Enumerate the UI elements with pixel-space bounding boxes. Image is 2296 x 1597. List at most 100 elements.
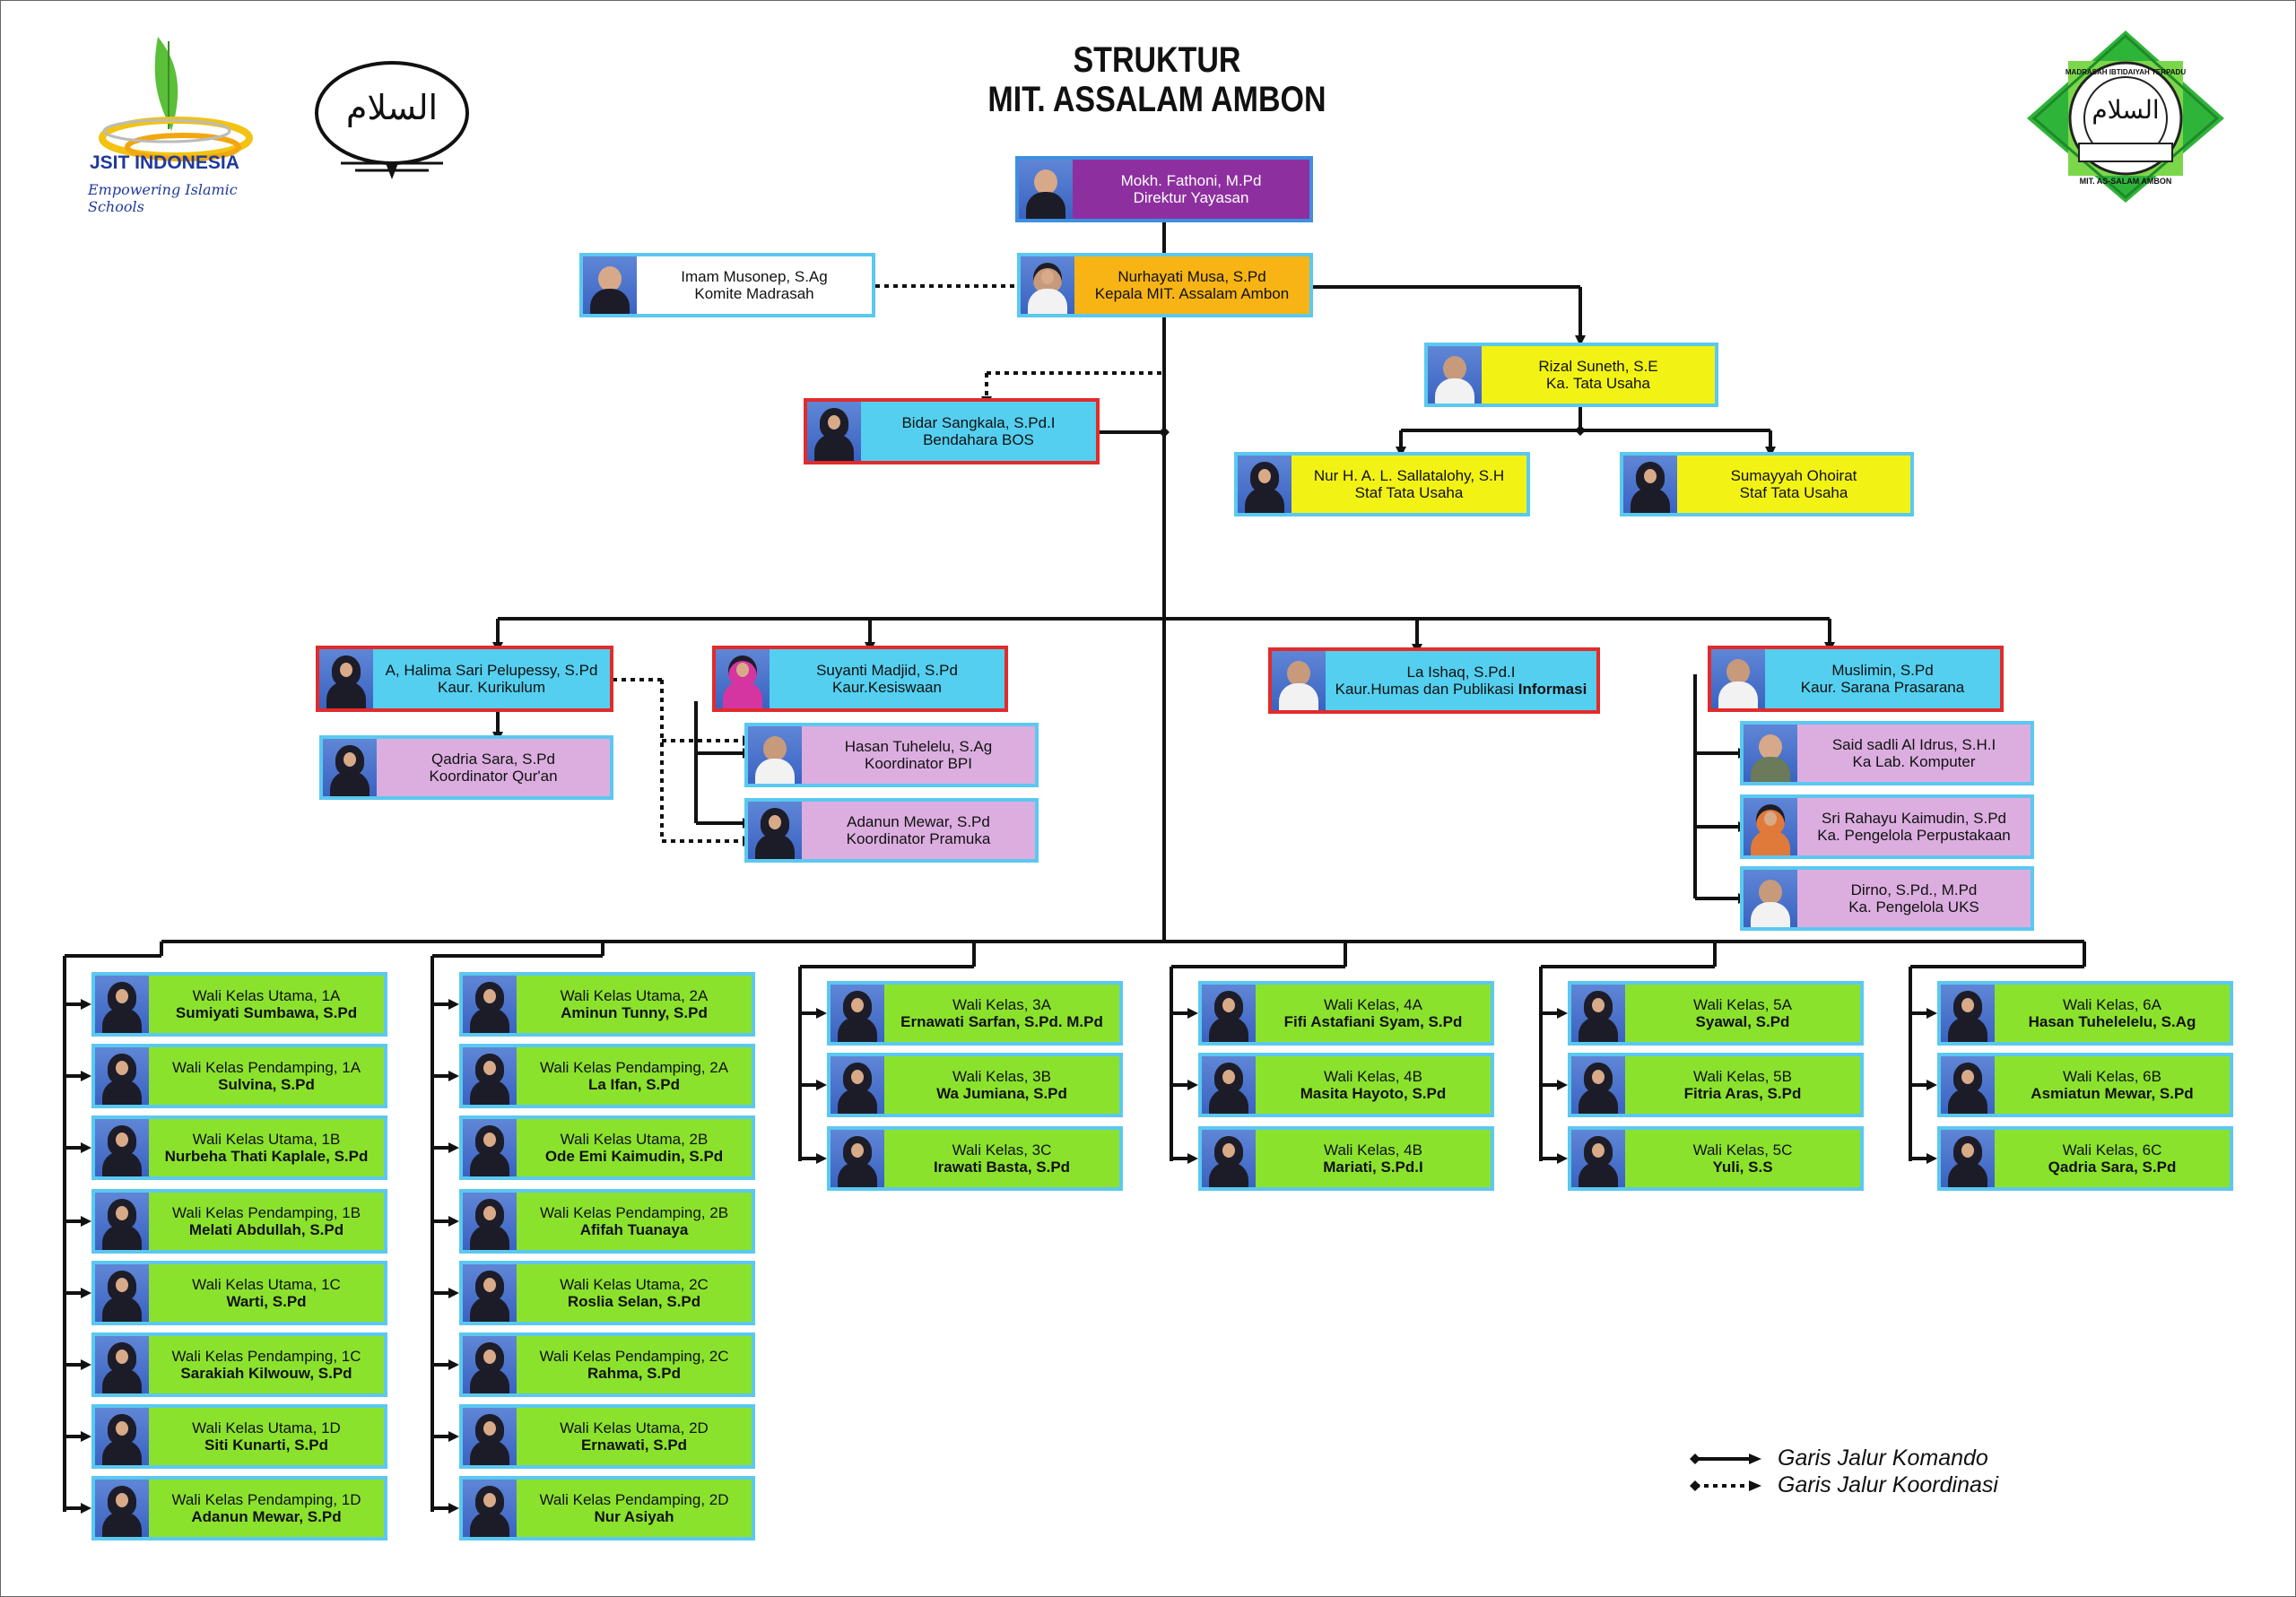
wali-kelas-name: Ode Emi Kaimudin, S.Pd (544, 1148, 724, 1165)
wali-kelas-role: Wali Kelas Pendamping, 1C (171, 1348, 361, 1365)
ka-lab-role: Ka Lab. Komputer (1852, 753, 1976, 770)
kepala-photo (1021, 256, 1074, 314)
koordinator-pramuka-photo (748, 802, 802, 859)
kaur-kurikulum-role: Kaur. Kurikulum (438, 679, 545, 696)
wali-branch-arrowhead (448, 1142, 459, 1153)
wali-branch-arrowhead (448, 1071, 459, 1081)
koordinator-pramuka-name: Adanun Mewar, S.Pd (847, 813, 990, 830)
wali-branch-arrowhead (1926, 1080, 1937, 1090)
kaur-humas-photo (1272, 651, 1326, 710)
wali-branch-arrowhead (816, 1008, 827, 1019)
wali-kelas-name: Nur Asiyah (594, 1508, 674, 1525)
wali-branch-arrowhead (1557, 1008, 1568, 1019)
wali-kelas-name: Masita Hayoto, S.Pd (1300, 1085, 1447, 1102)
wali-kelas-role: Wali Kelas, 5C (1692, 1141, 1793, 1159)
kaur-kurikulum-label: A, Halima Sari Pelupessy, S.Pd Kaur. Kur… (373, 649, 610, 708)
kaur-kurikulum-photo (319, 649, 373, 708)
ka-perpus-box: Sri Rahayu Kaimudin, S.Pd Ka. Pengelola … (1740, 794, 2034, 859)
bendahara-name: Bidar Sangkala, S.Pd.I (901, 414, 1056, 431)
ka-tu-label: Rizal Suneth, S.E Ka. Tata Usaha (1482, 346, 1715, 404)
wali-branch-arrowhead (448, 999, 459, 1010)
wali-branch-arrowhead (81, 1359, 91, 1370)
wali-kelas-photo (1202, 1130, 1256, 1187)
direktur-label: Mokh. Fathoni, M.Pd Direktur Yayasan (1073, 160, 1309, 219)
badge-arabic-text: السلام (2092, 95, 2160, 125)
wali-kelas-name: Fifi Astafiani Syam, S.Pd (1283, 1013, 1463, 1030)
wali-kelas-name: Siti Kunarti, S.Pd (204, 1436, 328, 1454)
wali-branch-arrowhead (81, 1288, 91, 1298)
bendahara-photo (807, 402, 861, 461)
wali-kelas-role: Wali Kelas Utama, 2C (560, 1276, 709, 1293)
kaur-kesiswaan-role: Kaur.Kesiswaan (832, 679, 942, 696)
kepala-role: Kepala MIT. Assalam Ambon (1094, 285, 1290, 302)
kaur-kesiswaan-name: Suyanti Madjid, S.Pd (816, 662, 958, 679)
kaur-kesiswaan-photo (716, 649, 770, 708)
koordinator-quran-name: Qadria Sara, S.Pd (431, 751, 555, 768)
wali-kelas-photo (95, 1408, 149, 1465)
badge-bottom-text: MIT. AS-SALAM AMBON (2079, 177, 2172, 186)
wali-kelas-photo (463, 1264, 517, 1322)
wali-kelas-role: Wali Kelas, 5A (1693, 996, 1792, 1013)
kepala-name: Nurhayati Musa, S.Pd (1118, 268, 1266, 285)
koordinator-quran-role: Koordinator Qur'an (429, 768, 558, 785)
koordinator-quran-photo (323, 739, 377, 796)
wali-branch-arrowhead (81, 1431, 91, 1442)
wali-kelas-name: Hasan Tuhelelelu, S.Ag (2028, 1013, 2196, 1030)
wali-branch-arrowhead (448, 1216, 459, 1227)
ka-tu-photo (1428, 346, 1482, 404)
wali-kelas-role: Wali Kelas, 6C (2062, 1141, 2162, 1159)
staf-tu-2-photo (1623, 456, 1677, 513)
staf-tu-2-role: Staf Tata Usaha (1739, 484, 1848, 501)
bendahara-role: Bendahara BOS (923, 431, 1034, 448)
wali-kelas-photo (95, 976, 149, 1033)
ka-lab-label: Said sadli Al Idrus, S.H.I Ka Lab. Kompu… (1797, 725, 2031, 782)
kaur-sarana-role: Kaur. Sarana Prasarana (1800, 679, 1965, 696)
wali-kelas-photo (95, 1336, 149, 1393)
wali-kelas-name: Fitria Aras, S.Pd (1683, 1085, 1802, 1102)
wali-kelas-name: Asmiatun Mewar, S.Pd (2031, 1085, 2194, 1102)
wali-kelas-photo (1571, 1056, 1625, 1114)
komite-photo (583, 256, 637, 314)
wali-kelas-name: Rahma, S.Pd (587, 1365, 681, 1382)
wali-branch-arrowhead (81, 1071, 91, 1081)
ka-lab-name: Said sadli Al Idrus, S.H.I (1831, 736, 1996, 753)
kaur-humas-name: La Ishaq, S.Pd.I (1406, 664, 1516, 681)
wali-branch-arrowhead (81, 1142, 91, 1153)
wali-kelas-name: La Ifan, S.Pd (587, 1076, 681, 1093)
kaur-sarana-label: Muslimin, S.Pd Kaur. Sarana Prasarana (1765, 649, 2000, 708)
wali-kelas-role: Wali Kelas Utama, 1B (192, 1131, 341, 1148)
page-subtitle: MIT. ASSALAM AMBON (987, 80, 1326, 119)
wali-kelas-role: Wali Kelas Utama, 2A (560, 987, 709, 1004)
wali-branch-arrowhead (81, 999, 91, 1010)
wali-kelas-role: Wali Kelas, 6A (2063, 996, 2161, 1013)
komite-label: Imam Musonep, S.Ag Komite Madrasah (637, 256, 872, 314)
bendahara-label: Bidar Sangkala, S.Pd.I Bendahara BOS (861, 402, 1096, 461)
assalam-arabic-text: السلام (345, 88, 439, 127)
koordinator-bpi-role: Koordinator BPI (864, 755, 972, 772)
komite-role: Komite Madrasah (694, 285, 814, 302)
kaur-humas-box: La Ishaq, S.Pd.I Kaur.Humas dan Publikas… (1268, 647, 1600, 714)
kaur-kesiswaan-box: Suyanti Madjid, S.Pd Kaur.Kesiswaan (712, 646, 1008, 712)
direktur-box: Mokh. Fathoni, M.Pd Direktur Yayasan (1015, 156, 1313, 222)
wali-kelas-role: Wali Kelas, 5B (1693, 1068, 1792, 1085)
wali-kelas-photo (463, 1119, 517, 1176)
